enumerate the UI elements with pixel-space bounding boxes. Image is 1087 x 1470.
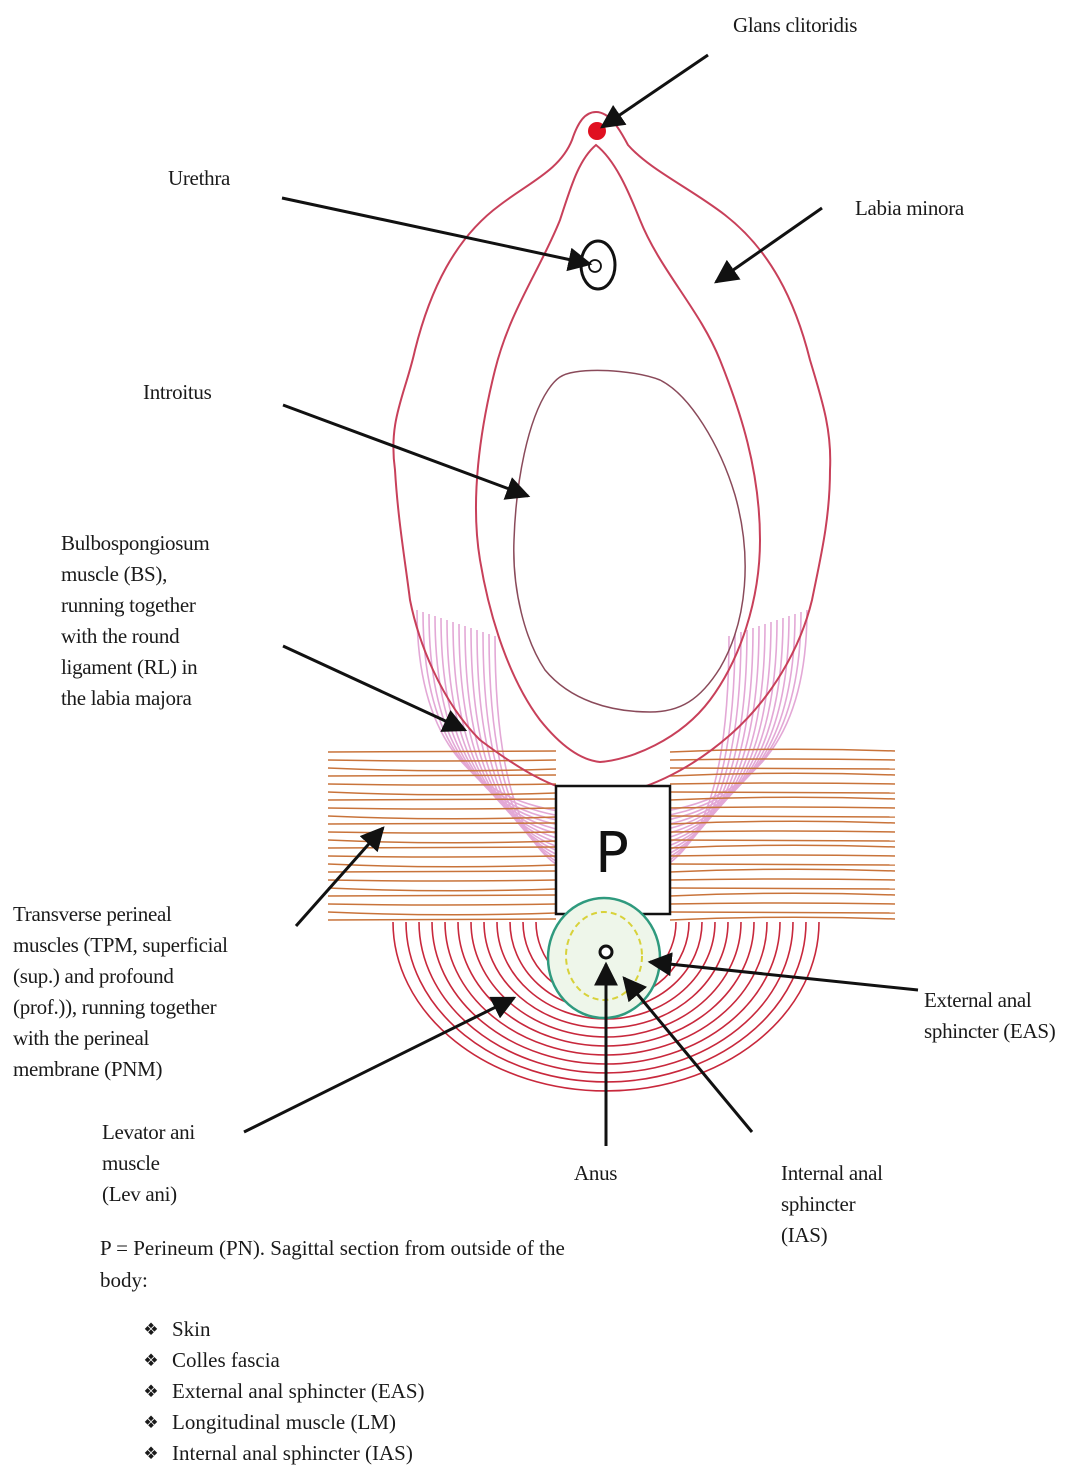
list-item: ❖Longitudinal muscle (LM) (140, 1407, 425, 1438)
perineum-caption: P = Perineum (PN). Sagittal section from… (100, 1232, 565, 1296)
urethra-outer (581, 241, 615, 289)
arrow-introitus (283, 405, 528, 496)
label-levator-ani: Levator ani muscle (Lev ani) (102, 1117, 195, 1210)
label-transverse-perineal: Transverse perineal muscles (TPM, superf… (13, 899, 228, 1085)
list-item: ❖Skin (140, 1314, 425, 1345)
list-item: ❖External anal sphincter (EAS) (140, 1376, 425, 1407)
urethra-opening (589, 260, 601, 272)
label-urethra: Urethra (168, 163, 230, 194)
arrow-bulbospongiosum (283, 646, 465, 730)
label-external-anal-sphincter: External anal sphincter (EAS) (924, 985, 1055, 1047)
bullet-diamond-icon: ❖ (140, 1376, 162, 1407)
bullet-diamond-icon: ❖ (140, 1345, 162, 1376)
arrow-glans-clitoridis (602, 55, 708, 127)
anus-opening (600, 946, 612, 958)
label-glans-clitoridis: Glans clitoridis (733, 10, 857, 41)
label-labia-minora: Labia minora (855, 193, 964, 224)
arrow-levator-ani (244, 998, 514, 1132)
list-item: ❖Colles fascia (140, 1345, 425, 1376)
list-item: ❖Internal anal sphincter (IAS) (140, 1438, 425, 1469)
perineum-letter: P (595, 821, 629, 886)
label-introitus: Introitus (143, 377, 211, 408)
arrow-labia-minora (716, 208, 822, 282)
introitus-outline (514, 370, 745, 712)
labia-inner-outline (476, 145, 760, 762)
bullet-diamond-icon: ❖ (140, 1407, 162, 1438)
labia-minora-outline (393, 112, 830, 795)
perineum-layers-list: ❖Skin ❖Colles fascia ❖External anal sphi… (140, 1314, 425, 1469)
label-internal-anal-sphincter: Internal anal sphincter (IAS) (781, 1158, 883, 1251)
label-anus: Anus (574, 1158, 617, 1189)
bullet-diamond-icon: ❖ (140, 1438, 162, 1469)
arrow-transverse-perineal (296, 828, 383, 926)
arrow-urethra (282, 198, 590, 264)
label-bulbospongiosum: Bulbospongiosum muscle (BS), running tog… (61, 528, 209, 714)
bullet-diamond-icon: ❖ (140, 1314, 162, 1345)
